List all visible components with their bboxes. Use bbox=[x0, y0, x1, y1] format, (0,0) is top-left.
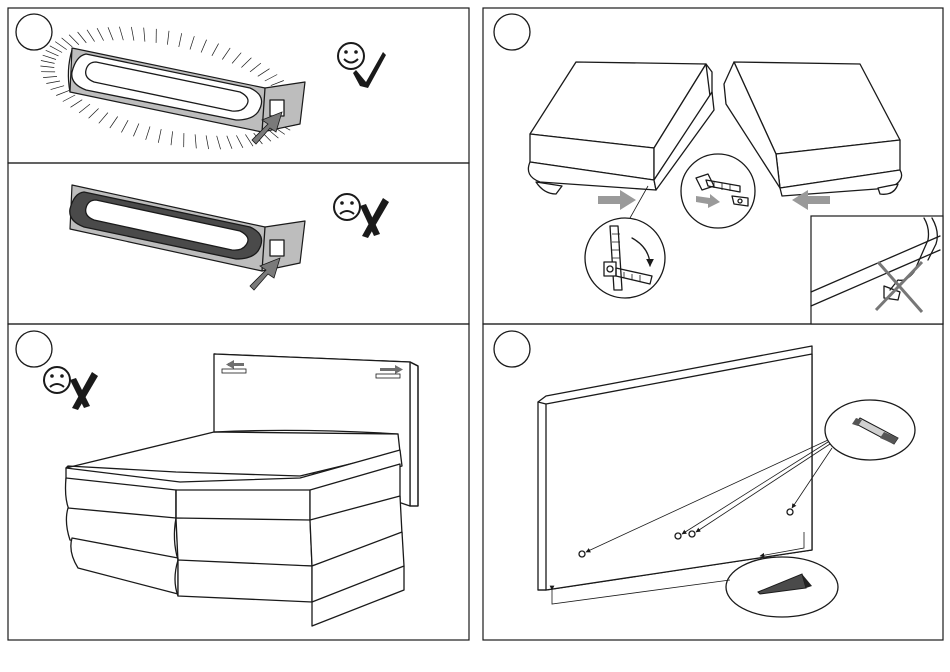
push-arrow-icon bbox=[598, 190, 636, 210]
vibration-ray bbox=[133, 124, 139, 137]
vibration-ray bbox=[119, 27, 123, 41]
step-circle bbox=[16, 331, 52, 367]
vibration-ray bbox=[171, 131, 173, 145]
vibration-ray bbox=[43, 55, 56, 59]
vibration-ray bbox=[56, 90, 69, 95]
vibration-ray bbox=[195, 134, 196, 148]
vibration-ray bbox=[201, 40, 207, 53]
step-circle bbox=[16, 14, 52, 50]
vibration-ray bbox=[46, 81, 60, 84]
vibration-ray bbox=[71, 100, 83, 108]
smiley-face-icon bbox=[338, 43, 364, 69]
step-circle bbox=[494, 331, 530, 367]
vibration-ray bbox=[55, 42, 66, 50]
vibration-ray bbox=[265, 75, 277, 82]
vibration-ray bbox=[144, 28, 145, 42]
vibration-ray bbox=[158, 129, 161, 143]
panel-top-left-b bbox=[70, 185, 389, 290]
vibration-ray bbox=[41, 61, 55, 64]
panel-top-left-a bbox=[16, 14, 386, 149]
vibration-ray bbox=[250, 63, 261, 72]
headboard-back bbox=[538, 346, 812, 590]
vibration-ray bbox=[89, 109, 99, 119]
vibration-ray bbox=[271, 81, 284, 86]
vibration-ray bbox=[227, 136, 232, 149]
vibration-ray bbox=[146, 127, 150, 140]
hinge-fitting-icon bbox=[681, 154, 755, 228]
vibration-ray bbox=[258, 69, 270, 77]
vibration-ray bbox=[131, 27, 134, 41]
vibration-ray bbox=[87, 30, 95, 42]
panel-top-right bbox=[494, 14, 943, 324]
panel-bottom-right bbox=[494, 331, 915, 617]
vibration-ray bbox=[206, 135, 209, 149]
sad-face-icon bbox=[44, 367, 70, 393]
vibration-ray bbox=[97, 28, 104, 40]
rail-profile-dark bbox=[70, 185, 305, 271]
vibration-ray bbox=[121, 120, 128, 132]
vibration-ray bbox=[190, 36, 194, 49]
vibration-ray bbox=[99, 113, 108, 124]
vibration-ray bbox=[110, 117, 118, 129]
vibration-ray bbox=[62, 38, 73, 47]
vibration-ray bbox=[78, 32, 87, 43]
cross-mark-icon bbox=[70, 372, 98, 410]
vibration-ray bbox=[50, 46, 62, 53]
vibration-ray bbox=[167, 31, 169, 45]
panel-bottom-left bbox=[16, 331, 418, 626]
vibration-ray bbox=[79, 104, 90, 113]
step-circle bbox=[494, 14, 530, 50]
vibration-ray bbox=[40, 66, 54, 68]
vibration-ray bbox=[217, 136, 221, 150]
vibration-ray bbox=[51, 86, 65, 90]
vibration-ray bbox=[236, 135, 243, 147]
vibration-ray bbox=[69, 35, 79, 45]
vibration-ray bbox=[212, 44, 219, 56]
pen-icon bbox=[825, 400, 915, 460]
vibration-ray bbox=[241, 58, 251, 68]
vibration-ray bbox=[43, 76, 57, 77]
inset-wrong-detail bbox=[811, 216, 943, 324]
vibration-ray bbox=[108, 27, 113, 40]
vibration-ray bbox=[46, 50, 59, 56]
vibration-ray bbox=[63, 95, 75, 102]
cross-mark-icon bbox=[360, 198, 389, 238]
vibration-ray bbox=[222, 48, 230, 60]
vibration-ray bbox=[232, 53, 241, 64]
sad-face-icon bbox=[334, 194, 360, 220]
vibration-ray bbox=[179, 33, 182, 47]
wedge-icon bbox=[726, 557, 838, 617]
